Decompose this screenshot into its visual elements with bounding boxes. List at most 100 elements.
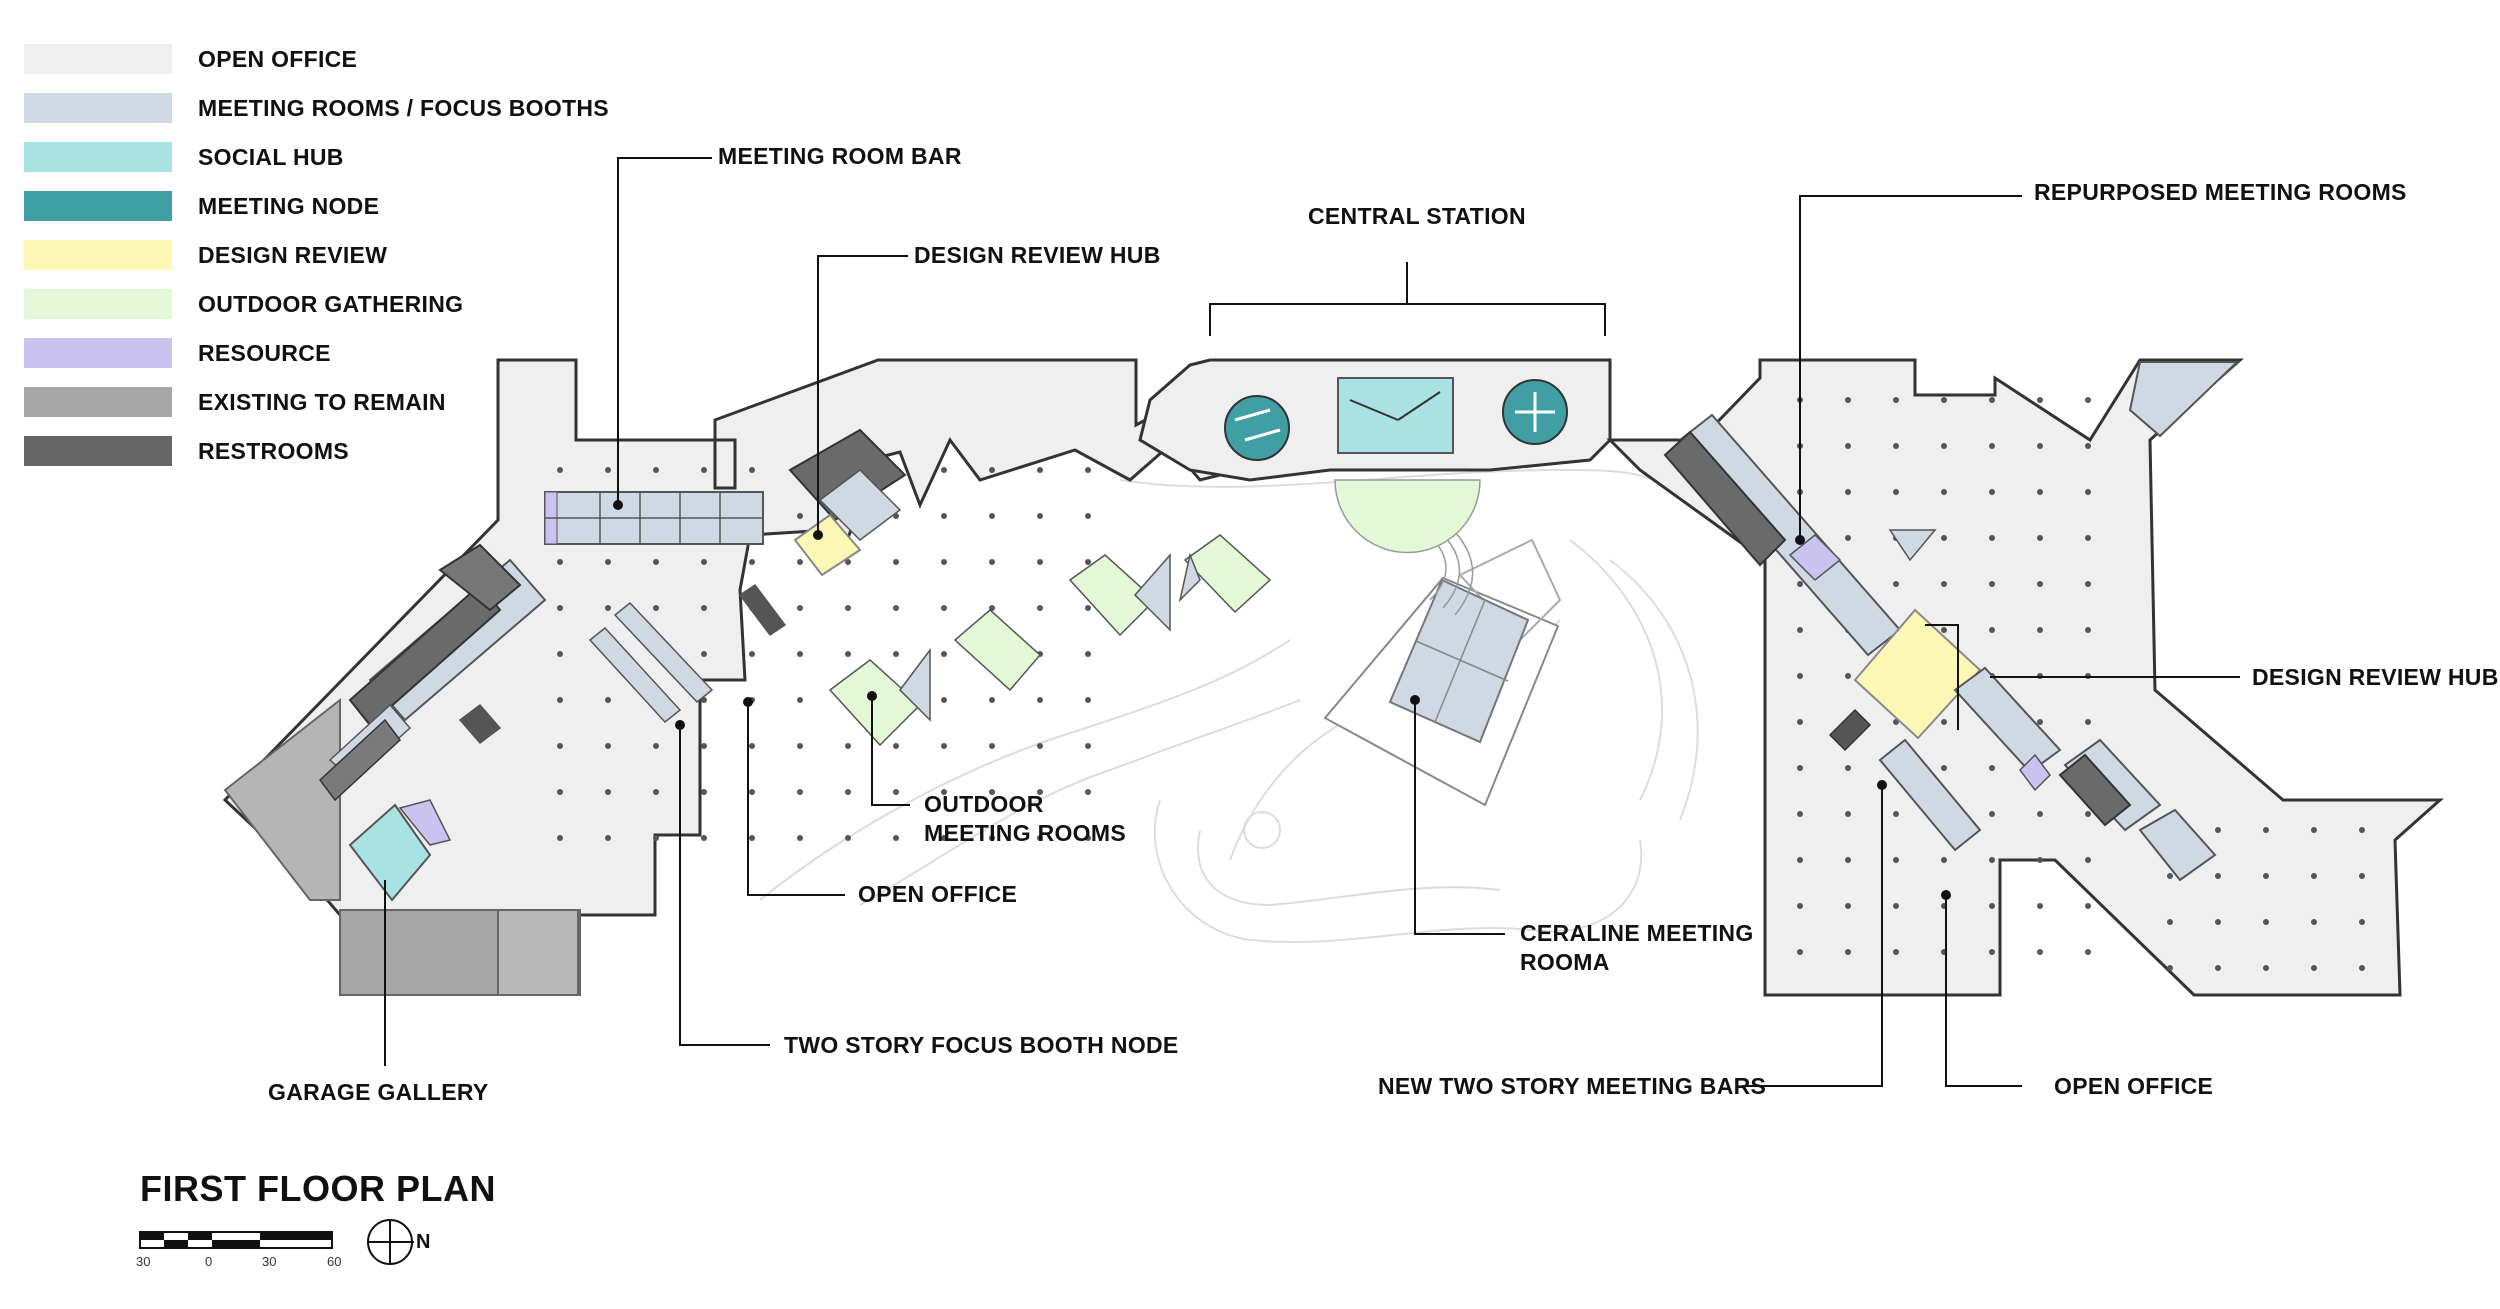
column-dot (2037, 627, 2043, 633)
column-dot (2037, 811, 2043, 817)
legend-swatch (24, 387, 172, 417)
column-dot (2037, 857, 2043, 863)
column-dot (1845, 397, 1851, 403)
column-dot (2215, 919, 2221, 925)
column-dot (2085, 397, 2091, 403)
legend-swatch (24, 142, 172, 172)
column-dot (845, 559, 851, 565)
column-dot (2037, 489, 2043, 495)
column-dot (557, 789, 563, 795)
column-dot (1989, 949, 1995, 955)
legend-swatch (24, 240, 172, 270)
column-dot (605, 743, 611, 749)
ceraline-building (1323, 538, 1562, 807)
callout-design-review-hub-right: DESIGN REVIEW HUB (2252, 664, 2499, 690)
column-dot (1893, 811, 1899, 817)
column-dot (1941, 489, 1947, 495)
column-dot (701, 651, 707, 657)
column-dot (797, 835, 803, 841)
column-dot (2215, 827, 2221, 833)
column-dot (797, 651, 803, 657)
column-dot (989, 697, 995, 703)
column-dot (1941, 719, 1947, 725)
social-hub-west (348, 799, 452, 902)
column-dot (701, 835, 707, 841)
column-dot (2085, 627, 2091, 633)
legend-swatch (24, 191, 172, 221)
column-dot (2037, 535, 2043, 541)
column-dot (1989, 765, 1995, 771)
column-dot (2085, 949, 2091, 955)
legend-label: DESIGN REVIEW (198, 242, 388, 268)
callout-open-office-left: OPEN OFFICE (858, 881, 1018, 907)
column-dot (893, 789, 899, 795)
column-dot (2311, 919, 2317, 925)
column-dot (557, 835, 563, 841)
title-block: FIRST FLOOR PLAN (140, 1168, 496, 1210)
column-dot (1797, 673, 1803, 679)
callout-design-review-hub-left: DESIGN REVIEW HUB (914, 242, 1161, 268)
column-dot (605, 559, 611, 565)
column-dot (2359, 873, 2365, 879)
column-dot (941, 835, 947, 841)
column-dot (701, 743, 707, 749)
column-dot (2037, 949, 2043, 955)
callout-leader-lines (384, 157, 2240, 1087)
two-story-focus-booths (458, 583, 787, 745)
column-dot (2085, 443, 2091, 449)
column-dot (1941, 443, 1947, 449)
column-dot (1797, 903, 1803, 909)
column-dot (845, 835, 851, 841)
column-dot (1797, 765, 1803, 771)
column-dot (2037, 397, 2043, 403)
column-dot (2037, 581, 2043, 587)
column-dot (1989, 397, 1995, 403)
column-dot (1893, 857, 1899, 863)
column-dot (749, 789, 755, 795)
callout-ceraline-1: CERALINE MEETING (1520, 920, 1754, 946)
column-dot (941, 697, 947, 703)
legend-label: EXISTING TO REMAIN (198, 389, 446, 415)
column-dot (1989, 443, 1995, 449)
column-dot (1941, 627, 1947, 633)
west-diagonal-meeting-rooms (318, 543, 547, 802)
callout-central-station: CENTRAL STATION (1308, 203, 1526, 229)
column-dot (1085, 559, 1091, 565)
legend-label: SOCIAL HUB (198, 144, 344, 170)
column-dot (1085, 467, 1091, 473)
column-dot (1085, 789, 1091, 795)
column-dot (2085, 719, 2091, 725)
column-dot (989, 513, 995, 519)
column-dot (797, 697, 803, 703)
column-dot (605, 789, 611, 795)
column-dot (1845, 535, 1851, 541)
column-dot (1989, 903, 1995, 909)
column-dot (653, 605, 659, 611)
column-dot (701, 559, 707, 565)
column-dot (2085, 903, 2091, 909)
column-dot (1037, 743, 1043, 749)
legend-swatch (24, 93, 172, 123)
column-dot (845, 651, 851, 657)
column-dot (1085, 743, 1091, 749)
north-arrow-icon (367, 1219, 414, 1265)
column-dot (1893, 397, 1899, 403)
callout-new-two-story: NEW TWO STORY MEETING BARS (1378, 1073, 1767, 1099)
column-dot (2167, 873, 2173, 879)
column-dot (1845, 857, 1851, 863)
legend-swatch (24, 436, 172, 466)
column-dot (2215, 965, 2221, 971)
column-dot (653, 835, 659, 841)
column-dot (1989, 489, 1995, 495)
column-dot (1989, 811, 1995, 817)
legend-swatch (24, 338, 172, 368)
legend-item: MEETING NODE (24, 191, 724, 221)
column-dot (2263, 827, 2269, 833)
column-dot (2085, 489, 2091, 495)
callout-ceraline-2: ROOMA (1520, 949, 1610, 975)
column-dot (1797, 581, 1803, 587)
east-new-meeting-bars (1828, 666, 2217, 882)
column-dot (2037, 903, 2043, 909)
column-dot (1893, 489, 1899, 495)
column-dot (653, 559, 659, 565)
